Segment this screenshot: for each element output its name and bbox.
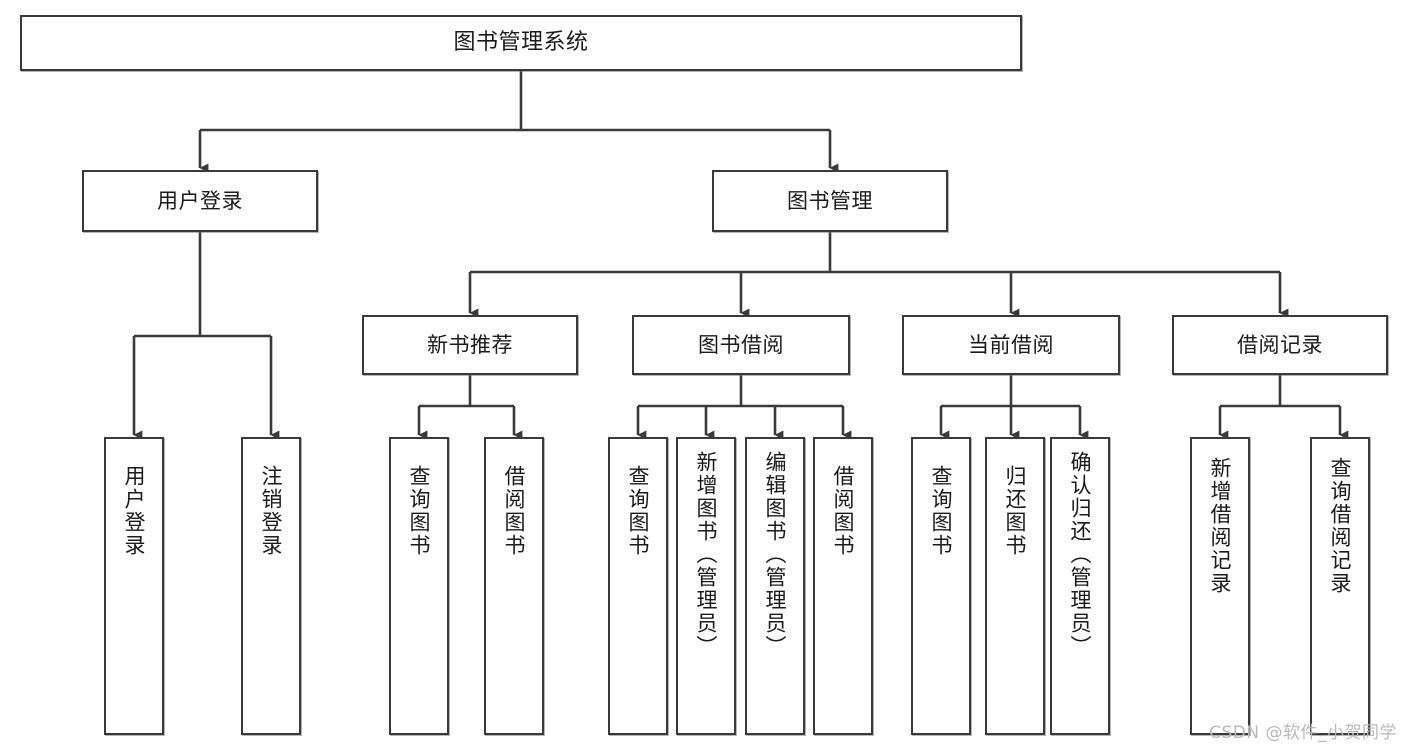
node-borrow-record-label: 借阅记录 (1237, 332, 1323, 357)
node-leaf-query-book-1-label: 查询图书 (407, 465, 432, 557)
node-leaf-query-book-3-label: 查询图书 (929, 465, 954, 557)
node-new-book-recommend-label: 新书推荐 (427, 332, 513, 357)
node-leaf-confirm-return[interactable]: 确认归还（管理员） (1050, 437, 1110, 735)
node-leaf-add-book-label: 新增图书（管理员） (694, 451, 719, 658)
node-leaf-logout-label: 注销登录 (259, 465, 284, 557)
node-leaf-user-login-label: 用户登录 (122, 465, 147, 557)
node-leaf-add-record-label: 新增借阅记录 (1208, 457, 1233, 595)
node-leaf-edit-book-label: 编辑图书（管理员） (763, 451, 788, 658)
node-borrow-record[interactable]: 借阅记录 (1172, 315, 1388, 375)
node-leaf-borrow-book-2[interactable]: 借阅图书 (813, 437, 873, 735)
node-leaf-user-login[interactable]: 用户登录 (104, 437, 164, 735)
node-leaf-query-book-2[interactable]: 查询图书 (608, 437, 668, 735)
node-leaf-query-book-2-label: 查询图书 (626, 465, 651, 557)
node-root-label: 图书管理系统 (453, 30, 589, 56)
node-leaf-edit-book[interactable]: 编辑图书（管理员） (745, 437, 805, 735)
node-leaf-query-book-1[interactable]: 查询图书 (389, 437, 449, 735)
node-leaf-query-record[interactable]: 查询借阅记录 (1310, 437, 1370, 735)
node-leaf-return-book-label: 归还图书 (1003, 465, 1028, 557)
node-current-borrow-label: 当前借阅 (968, 332, 1054, 357)
node-leaf-add-record[interactable]: 新增借阅记录 (1190, 437, 1250, 735)
node-leaf-return-book[interactable]: 归还图书 (985, 437, 1045, 735)
node-book-borrow[interactable]: 图书借阅 (632, 315, 850, 375)
node-user-login[interactable]: 用户登录 (82, 170, 318, 232)
node-leaf-query-record-label: 查询借阅记录 (1328, 457, 1353, 595)
node-leaf-borrow-book-2-label: 借阅图书 (831, 465, 856, 557)
node-root[interactable]: 图书管理系统 (20, 15, 1022, 71)
node-user-login-label: 用户登录 (157, 188, 243, 213)
node-leaf-query-book-3[interactable]: 查询图书 (911, 437, 971, 735)
node-book-borrow-label: 图书借阅 (698, 332, 784, 357)
node-leaf-add-book[interactable]: 新增图书（管理员） (676, 437, 736, 735)
node-leaf-confirm-return-label: 确认归还（管理员） (1068, 451, 1093, 658)
node-book-manage-label: 图书管理 (787, 188, 873, 213)
csdn-watermark: CSDN @软件_小贺同学 (1209, 723, 1397, 743)
node-leaf-borrow-book-1-label: 借阅图书 (502, 465, 527, 557)
node-book-manage[interactable]: 图书管理 (712, 170, 948, 232)
node-leaf-borrow-book-1[interactable]: 借阅图书 (484, 437, 544, 735)
node-leaf-logout[interactable]: 注销登录 (241, 437, 301, 735)
node-new-book-recommend[interactable]: 新书推荐 (362, 315, 578, 375)
node-current-borrow[interactable]: 当前借阅 (902, 315, 1120, 375)
